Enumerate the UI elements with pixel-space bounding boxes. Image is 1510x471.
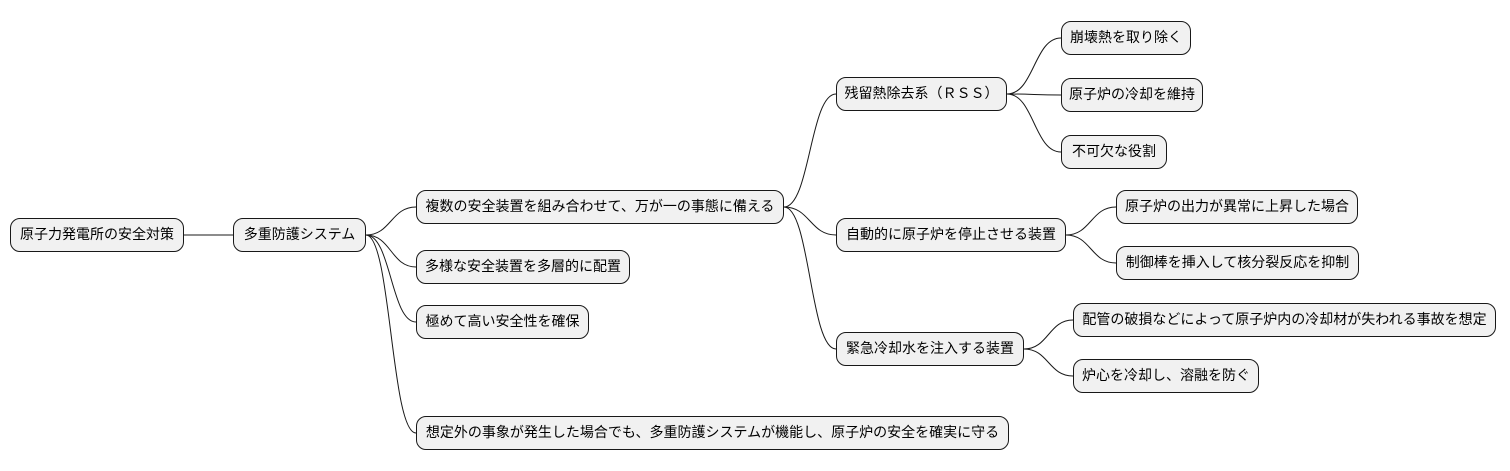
mindmap-node-root: 原子力発電所の安全対策 xyxy=(10,218,184,252)
mindmap-node-n1a3a: 配管の破損などによって原子炉内の冷却材が失われる事故を想定 xyxy=(1073,303,1496,337)
mindmap-node-n1a2a: 原子炉の出力が異常に上昇した場合 xyxy=(1116,190,1358,224)
mindmap-node-n1: 多重防護システム xyxy=(233,218,366,252)
edge-n1a3-n1a3a xyxy=(1023,319,1074,350)
edge-n1-n1b xyxy=(365,234,417,268)
mindmap-node-n1d: 想定外の事象が発生した場合でも、多重防護システムが機能し、原子炉の安全を確実に守… xyxy=(416,416,1009,450)
mindmap-node-n1c: 極めて高い安全性を確保 xyxy=(416,305,589,339)
mindmap-node-n1a1: 残留熱除去系（ＲＳＳ） xyxy=(836,77,1007,111)
mindmap-node-n1a: 複数の安全装置を組み合わせて、万が一の事態に備える xyxy=(416,190,784,224)
mindmap-node-n1a1c: 不可欠な役割 xyxy=(1061,135,1167,169)
mindmap-node-n1a1a: 崩壊熱を取り除く xyxy=(1061,21,1191,55)
mindmap-node-n1b: 多様な安全装置を多層的に配置 xyxy=(416,250,630,284)
edge-n1-n1d xyxy=(365,234,417,434)
mindmap-node-n1a3b: 炉心を冷却し、溶融を防ぐ xyxy=(1073,359,1259,393)
mindmap-node-n1a1b: 原子炉の冷却を維持 xyxy=(1061,78,1203,112)
edge-n1a-n1a1 xyxy=(783,93,837,208)
edge-n1a-n1a2 xyxy=(783,206,837,236)
edge-n1a2-n1a2b xyxy=(1065,234,1117,264)
edge-n1a1-n1a1b xyxy=(1006,93,1062,96)
mindmap-node-n1a2: 自動的に原子炉を停止させる装置 xyxy=(836,218,1066,252)
edge-n1a1-n1a1c xyxy=(1006,93,1062,153)
edge-n1a1-n1a1a xyxy=(1006,37,1062,95)
mindmap-node-n1a3: 緊急冷却水を注入する装置 xyxy=(836,332,1024,366)
edge-n1a2-n1a2a xyxy=(1065,206,1117,236)
edge-n1-n1c xyxy=(365,234,417,323)
mindmap-node-n1a2b: 制御棒を挿入して核分裂反応を抑制 xyxy=(1116,246,1359,280)
edge-n1a-n1a3 xyxy=(783,206,837,350)
edge-n1a3-n1a3b xyxy=(1023,348,1074,377)
edge-n1-n1a xyxy=(365,206,417,236)
